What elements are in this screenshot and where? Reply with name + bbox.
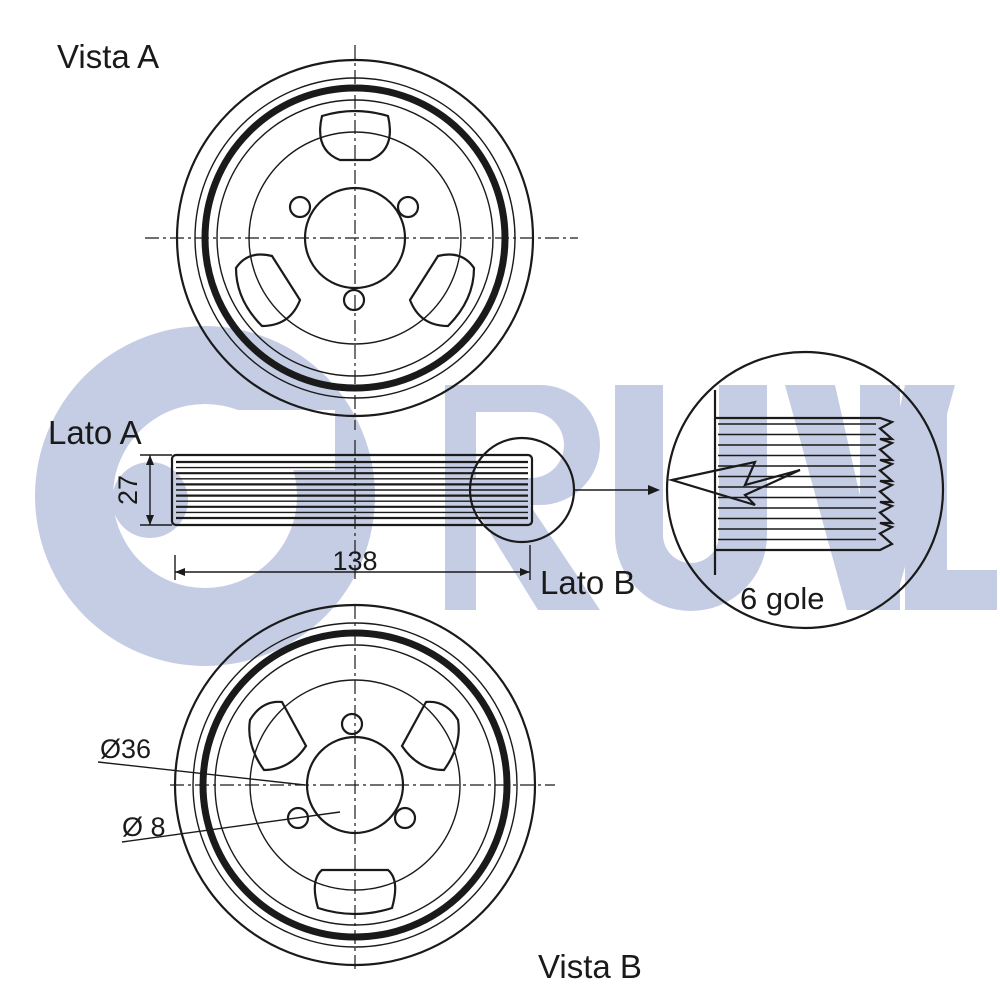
vista-b-damper-ring [199,629,511,941]
dim-bore-text: Ø36 [100,734,151,764]
detail-tooth-profile [715,416,895,552]
vista-a-window-top [319,109,391,162]
vista-b-hole-top [340,712,364,736]
vista-b-bore [305,735,405,835]
vista-a-view [145,45,578,430]
side-pulley-body [170,453,534,527]
vista-b-window-right [400,700,460,772]
vista-a-damper-ring [201,84,509,392]
vista-a-hub-circle [248,131,462,345]
detail-circle [665,350,945,630]
vista-b-hole-left [286,806,310,830]
grooves-label: 6 gole [740,581,825,616]
vista-a-hole-right [396,195,420,219]
side-view: 27 138 [113,436,660,580]
vista-a-outer-rim [175,58,535,418]
vista-b-label: Vista B [538,948,642,985]
vista-b-outer-rim [173,603,537,967]
detail-leader-arrow [648,485,660,495]
dim-bore-leader [97,761,306,786]
vista-b-hub-outer [214,644,496,926]
vista-a-label: Vista A [57,38,160,75]
dim-diameter-text: 138 [332,546,377,576]
vista-a-hub-outer [216,99,494,377]
vista-a-hole-left [288,195,312,219]
vista-a-window-left [234,253,302,328]
vista-b-window-left [248,700,308,772]
lato-a-label: Lato A [48,414,142,451]
dim-hole-leader [121,811,341,843]
vista-b-view: Ø36 Ø 8 [97,603,555,970]
detail-section-spike [667,460,801,507]
dim-width-text: 27 [113,475,143,505]
vista-a-bore [303,186,407,290]
vista-b-window-bottom [313,868,397,916]
vista-b-hub-circle [249,679,461,891]
vista-a-rim-inner-line [194,77,516,399]
detail-groove-teeth [715,416,895,552]
vista-a-hole-bottom [342,288,366,312]
vista-b-hole-right [393,806,417,830]
vista-b-rim-inner-line [192,622,518,948]
groove-detail-view [665,350,945,630]
dim-hole-text: Ø 8 [122,812,166,842]
lato-b-label: Lato B [540,564,636,601]
vista-a-window-right [408,253,476,328]
